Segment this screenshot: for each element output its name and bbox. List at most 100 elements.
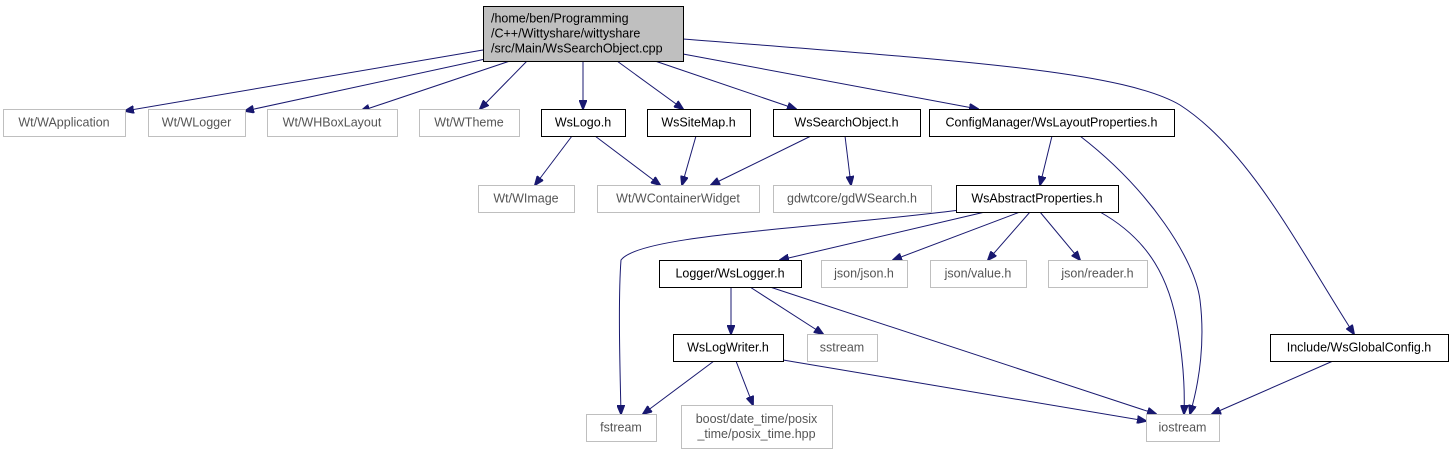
node-wslayoutproperties[interactable]: ConfigManager/WsLayoutProperties.h [929,109,1175,137]
node-label: Wt/WLogger [162,116,231,130]
node-label: /src/Main/WsSearchObject.cpp [491,42,663,56]
node-box [681,405,833,449]
node-fstream: fstream [586,414,657,442]
edge-root-to-wssearchobject [654,60,796,109]
node-label: /C++/Wittyshare/wittyshare [491,27,640,41]
edge-root-to-wapplication [125,49,484,111]
edges-layer [125,38,1354,421]
node-label: sstream [820,341,864,355]
node-box [148,109,246,137]
node-label: gdwtcore/gdWSearch.h [787,192,917,206]
edge-wslogo-to-wcontainerwidget [594,135,660,185]
edge-wsabstractproperties-to-jsonreader [1039,211,1080,260]
node-gdwsearch: gdwtcore/gdWSearch.h [773,185,932,213]
node-wsabstractproperties[interactable]: WsAbstractProperties.h [956,185,1119,213]
node-sstream: sstream [807,334,878,362]
node-label: WsSearchObject.h [794,116,898,130]
edge-wsabstractproperties-to-iostream [1099,211,1184,414]
node-box [1146,414,1220,442]
node-label: _time/posix_time.hpp [696,427,815,441]
node-label: Wt/WHBoxLayout [283,116,382,130]
nodes-layer: /home/ben/Programming/C++/Wittyshare/wit… [3,6,1449,449]
node-box [956,185,1119,213]
node-label: fstream [600,421,642,435]
node-box [478,185,575,213]
edge-wslayoutproperties-to-iostream [1079,135,1203,414]
edge-wslogwriter-to-iostream [782,359,1146,421]
edge-wssearchobject-to-gdwsearch [844,135,851,185]
node-wssearchobject[interactable]: WsSearchObject.h [773,109,921,137]
node-jsonreader: json/reader.h [1048,260,1148,288]
node-label: /home/ben/Programming [491,12,629,26]
edge-wsabstractproperties-to-jsonvalue [988,211,1031,260]
edge-wssitemap-to-wcontainerwidget [682,135,697,185]
node-label: Wt/WImage [493,192,558,206]
edge-wslogo-to-wimage [535,135,573,185]
node-wimage: Wt/WImage [478,185,575,213]
node-box [586,414,657,442]
node-box [597,185,760,213]
node-label: WsLogWriter.h [687,341,769,355]
node-box [929,109,1175,137]
edge-wslogwriter-to-fstream [643,360,715,414]
node-wtheme: Wt/WTheme [419,109,520,137]
node-wslogo[interactable]: WsLogo.h [541,109,626,137]
node-jsonvalue: json/value.h [930,260,1027,288]
node-wssitemap[interactable]: WsSiteMap.h [647,109,751,137]
node-box [930,260,1027,288]
edge-root-to-wsglobalconfig [682,38,1354,334]
node-label: iostream [1159,421,1207,435]
node-label: Wt/WTheme [434,116,503,130]
edge-wsglobalconfig-to-iostream [1212,360,1334,414]
node-posixtime: boost/date_time/posix_time/posix_time.hp… [681,405,833,449]
node-iostream: iostream [1146,414,1220,442]
node-wslogwriter[interactable]: WsLogWriter.h [673,334,784,362]
edge-root-to-whboxlayout [361,60,511,111]
edge-root-to-wssitemap [616,60,683,109]
node-box [541,109,626,137]
node-label: Wt/WApplication [18,116,109,130]
node-jsonjson: json/json.h [821,260,908,288]
node-label: json/reader.h [1060,267,1133,281]
node-label: ConfigManager/WsLayoutProperties.h [946,116,1158,130]
node-label: json/value.h [944,267,1012,281]
edge-root-to-wslayoutproperties [682,53,978,109]
node-wlogger: Wt/WLogger [148,109,246,137]
edge-wslogwriter-to-posixtime [735,360,753,405]
node-label: WsLogo.h [555,116,611,130]
node-label: WsSiteMap.h [661,116,735,130]
node-box [773,185,932,213]
node-whboxlayout: Wt/WHBoxLayout [267,109,398,137]
node-label: json/json.h [833,267,894,281]
node-label: Include/WsGlobalConfig.h [1287,341,1432,355]
node-box [1270,334,1449,362]
node-label: Wt/WContainerWidget [616,192,740,206]
edge-wslogger-to-iostream [769,286,1156,414]
node-wsglobalconfig[interactable]: Include/WsGlobalConfig.h [1270,334,1449,362]
edge-wsabstractproperties-to-wslogger [780,211,986,260]
node-box [807,334,878,362]
node-wapplication: Wt/WApplication [3,109,126,137]
node-label: Logger/WsLogger.h [675,267,784,281]
node-box [673,334,784,362]
node-root[interactable]: /home/ben/Programming/C++/Wittyshare/wit… [483,6,684,62]
node-wslogger[interactable]: Logger/WsLogger.h [659,260,802,288]
node-box [3,109,126,137]
edge-wssearchobject-to-wcontainerwidget [711,135,812,185]
node-box [1048,260,1148,288]
node-label: boost/date_time/posix [696,412,818,426]
node-box [419,109,520,137]
edge-wslayoutproperties-to-wsabstractproperties [1040,135,1053,185]
node-wcontainerwidget: Wt/WContainerWidget [597,185,760,213]
node-box [483,6,684,62]
edge-wslogger-to-sstream [749,286,823,334]
node-box [821,260,908,288]
node-label: WsAbstractProperties.h [971,192,1102,206]
edge-root-to-wlogger [245,57,491,111]
node-box [659,260,802,288]
node-box [267,109,398,137]
node-box [647,109,751,137]
edge-wsabstractproperties-to-jsonjson [893,211,1021,260]
edge-root-to-wtheme [480,60,528,109]
